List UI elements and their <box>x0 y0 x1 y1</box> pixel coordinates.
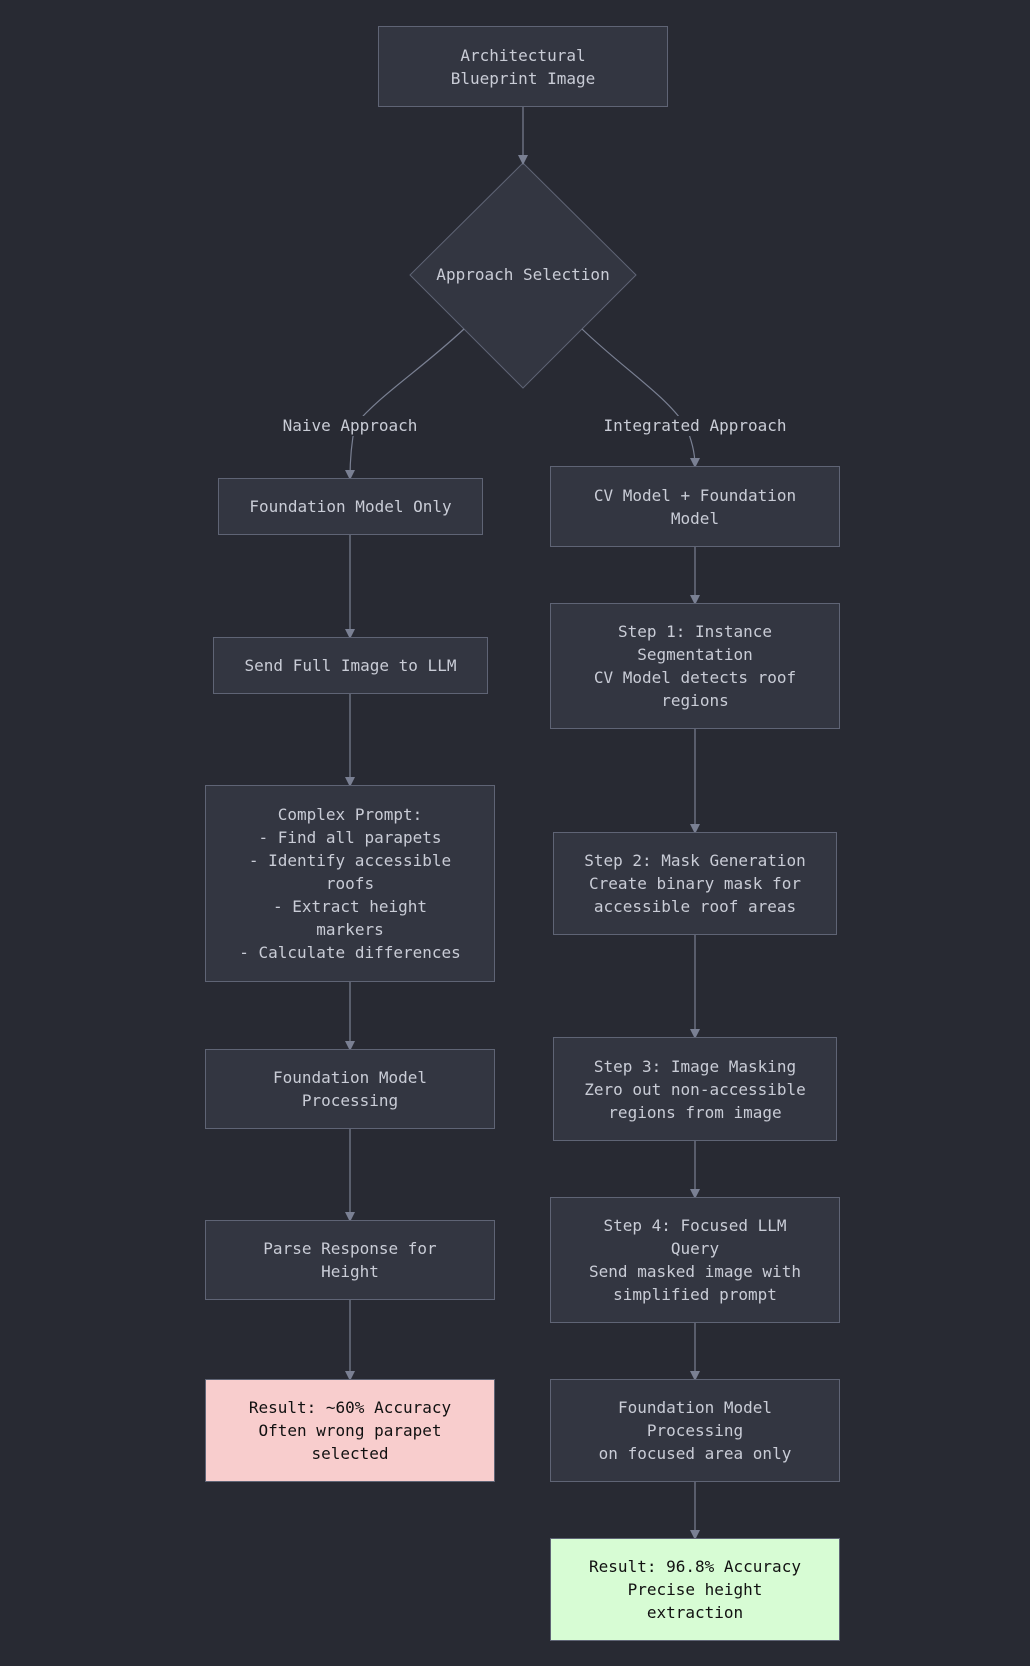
node-text-line: Architectural <box>460 45 586 65</box>
node-text-line: Send Full Image to LLM <box>244 656 457 675</box>
node-text-line: Processing <box>301 1091 399 1110</box>
node-text-line: Result: 96.8% Accuracy <box>589 1557 801 1576</box>
node-text-line: Zero out non-accessible <box>584 1079 806 1099</box>
node-text-line: CV Model + Foundation <box>593 485 797 505</box>
node-text-line: extraction <box>646 1603 744 1622</box>
node-text-line: selected <box>311 1444 389 1463</box>
node-text-line: on focused area only <box>598 1444 792 1463</box>
node-text-line: Complex Prompt: <box>277 805 423 824</box>
node-text-line: Foundation Model <box>617 1398 773 1417</box>
decision-approach-selection-label: Approach Selection <box>436 265 610 284</box>
node-text-line: markers <box>316 920 384 939</box>
node-text-line: Step 4: Focused LLM <box>603 1216 787 1235</box>
node-text-line: Step 3: Image Masking <box>593 1056 797 1076</box>
node-text-line: Result: ~60% Accuracy <box>248 1398 452 1417</box>
node-text-line: - Identify accessible <box>248 851 452 870</box>
node-text-line: Processing <box>646 1421 744 1440</box>
node-text-line: Segmentation <box>637 645 753 664</box>
node-send-full-image: Send Full Image to LLM <box>213 637 488 694</box>
node-text-line: Parse Response for <box>263 1239 437 1258</box>
node-text-line: Step 1: Instance <box>617 622 773 641</box>
node-text-line: Blueprint Image <box>450 68 596 88</box>
decision-diamond <box>409 162 637 389</box>
node-text-line: Foundation Model <box>272 1068 428 1087</box>
edge-decision-to-naive <box>345 328 465 480</box>
node-text-line: Create binary mask for <box>589 874 801 893</box>
node-text-line: - Extract height <box>272 897 428 916</box>
node-complex-prompt: Complex Prompt: - Find all parapets - Iden… <box>205 785 495 982</box>
node-text-line: Height <box>321 1262 379 1281</box>
node-text-line: Often wrong parapet <box>258 1421 442 1440</box>
node-text-line: accessible roof areas <box>593 897 797 916</box>
node-text-line: - Find all parapets <box>258 828 442 847</box>
node-text-line: regions <box>661 691 729 710</box>
edge-label-naive-approach: Naive Approach <box>282 416 418 436</box>
node-text-line: Query <box>670 1239 720 1258</box>
node-text-line: - Calculate differences <box>239 943 461 962</box>
node-text-line: Send masked image with <box>589 1262 801 1281</box>
node-text-line: regions from image <box>608 1102 782 1122</box>
node-text-line: Step 2: Mask Generation <box>584 851 806 870</box>
node-text-line: simplified prompt <box>613 1285 777 1304</box>
node-text-line: Model <box>670 508 720 528</box>
node-text-line: roofs <box>325 874 375 893</box>
node-foundation-model-only: Foundation Model Only <box>218 478 483 535</box>
edge-label-integrated-approach: Integrated Approach <box>603 416 787 436</box>
node-text-line: Precise height <box>627 1580 763 1599</box>
edge-decision-to-integrated <box>581 328 700 468</box>
node-text-line: CV Model detects roof <box>593 668 797 687</box>
node-text-line: Foundation Model Only <box>249 497 452 516</box>
